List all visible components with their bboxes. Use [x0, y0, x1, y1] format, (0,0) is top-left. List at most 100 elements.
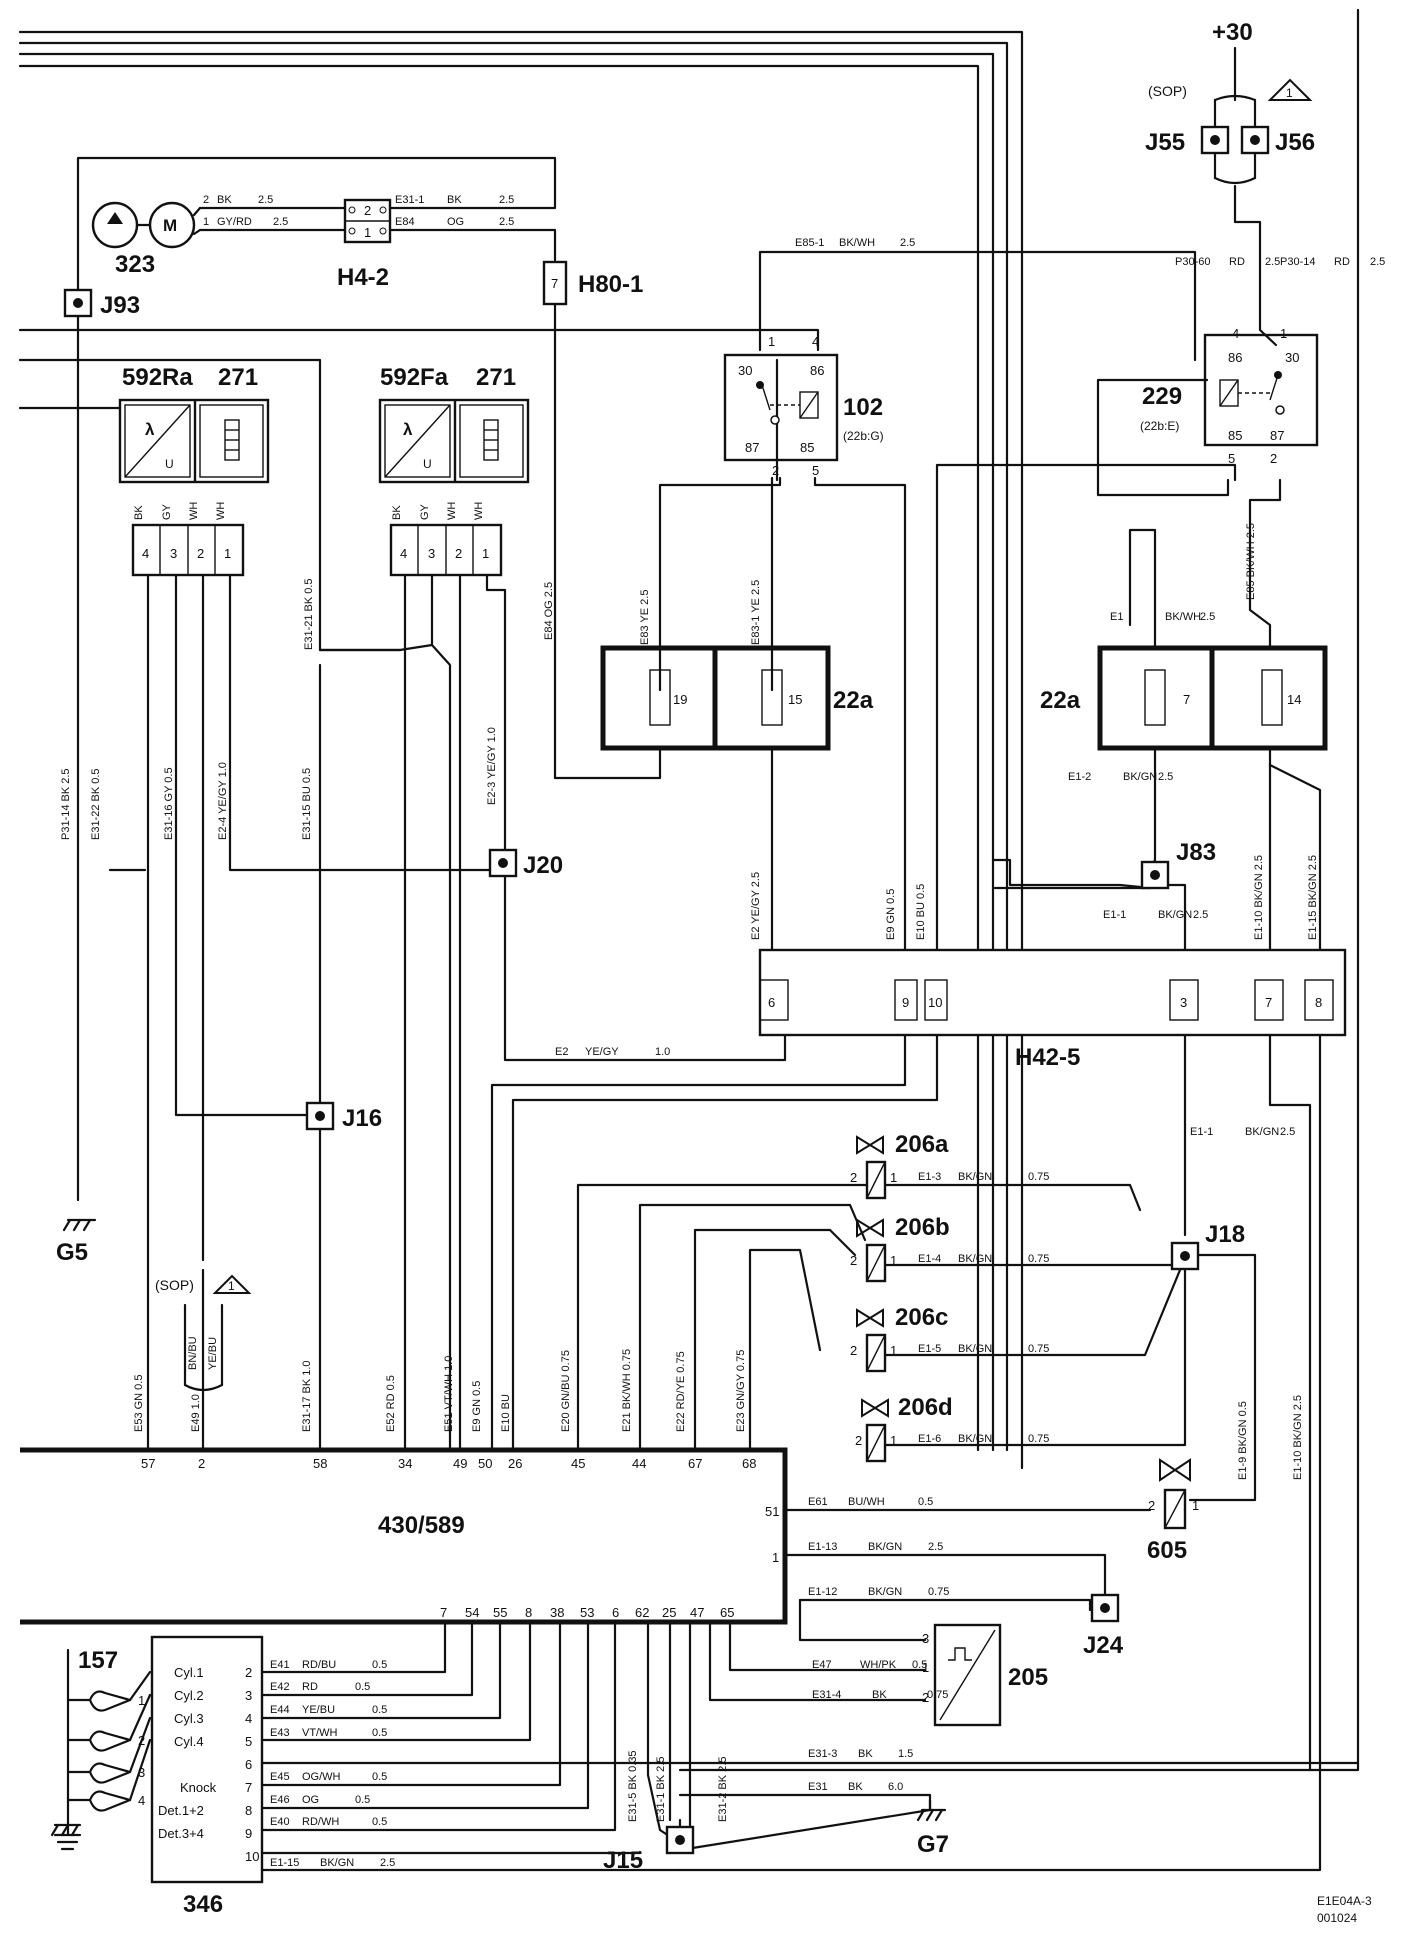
wire-label-h-17-2: 2.5: [928, 1541, 943, 1553]
wire-label-h-24-2: 0.5: [355, 1681, 370, 1693]
wire-lines: [18, 8, 1360, 1872]
wire-label-v-27: E1-9 BK/GN 0.5: [1237, 1401, 1249, 1480]
wire-label-h-6-0: P30-14: [1280, 256, 1315, 268]
ecu-pin-57: 57: [141, 1456, 155, 1471]
wire-label-h-16-1: BU/WH: [848, 1496, 885, 1508]
wire-label-h-14-2: 0.75: [1028, 1343, 1049, 1355]
r229-t5: 5: [1228, 451, 1235, 466]
ecu-pin-26: 26: [508, 1456, 522, 1471]
wire-label-h-21-1: BK: [858, 1748, 873, 1760]
label-206d: 206d: [898, 1394, 953, 1421]
wire-label-h-28-0: E46: [270, 1794, 290, 1806]
wire-label-v-24: E21 BK/WH 0.75: [621, 1349, 633, 1432]
592fa-pin3: 3: [428, 546, 435, 561]
ecu-pin-51: 51: [765, 1504, 779, 1519]
fuse-box-22a-left: [600, 645, 831, 751]
junction-j15: [665, 1825, 695, 1855]
wire-label-h-29-0: E40: [270, 1816, 290, 1828]
wire-label-v-21: E9 GN 0.5: [471, 1381, 483, 1432]
wire-label-h-2-1: BK: [447, 194, 462, 206]
label-sop-bnbu: BN/BU: [187, 1336, 199, 1370]
wire-label-h-4-1: BK/WH: [839, 237, 875, 249]
wire-label-h-19-2: 0.5: [912, 1659, 927, 1671]
wire-label-h-16-0: E61: [808, 1496, 828, 1508]
ground-g5-icon: [62, 1218, 97, 1232]
wire-label-h-11-0: E1-1: [1190, 1126, 1213, 1138]
fuse-box-22a-right: [1097, 645, 1328, 751]
592ra-lambda: λ: [145, 420, 155, 439]
ecu-pin-68: 68: [742, 1456, 756, 1471]
wire-label-h-17-0: E1-13: [808, 1541, 837, 1553]
wire-label-h-26-2: 0.5: [372, 1727, 387, 1739]
wire-label-h-10-0: E2: [555, 1046, 568, 1058]
r229-pin87: 87: [1270, 428, 1284, 443]
wire-label-h-6-2: 2.5: [1370, 256, 1385, 268]
ecu-pin-8: 8: [525, 1605, 532, 1620]
wire-label-h-4-2: 2.5: [900, 237, 915, 249]
ecu-pin-7: 7: [440, 1605, 447, 1620]
r102-t5: 5: [812, 463, 819, 478]
wire-label-h-16-2: 0.5: [918, 1496, 933, 1508]
module-346-pin-0: 2: [245, 1665, 252, 1680]
label-102-ref: (22b:G): [843, 429, 884, 443]
wire-label-v-7: E84 OG 2.5: [543, 582, 555, 640]
label-j18: J18: [1205, 1221, 1245, 1248]
wire-label-v-9: E83-1 YE 2.5: [750, 580, 762, 645]
wire-label-h-20-2: 0.75: [927, 1689, 948, 1701]
wire-label-h-28-1: OG: [302, 1794, 319, 1806]
605-pin1: 1: [1192, 1498, 1199, 1513]
592fa-pin1: 1: [482, 546, 489, 561]
157-pin4: 4: [138, 1793, 145, 1808]
h42-5-pin7: 7: [1265, 995, 1272, 1010]
wire-label-h-12-1: BK/GN: [958, 1171, 992, 1183]
wire-label-h-4-0: E85-1: [795, 237, 824, 249]
h80-pin7: 7: [551, 276, 558, 291]
wire-label-h-6-1: RD: [1334, 256, 1350, 268]
label-h42-5: H42-5: [1015, 1044, 1080, 1071]
wire-label-h-8-0: E1-2: [1068, 771, 1091, 783]
label-271b: 271: [476, 364, 516, 391]
r102-t2: 2: [772, 463, 779, 478]
wire-label-h-2-0: E31-1: [395, 194, 424, 206]
module-346-pin-2: 4: [245, 1711, 252, 1726]
wire-label-h-3-0: E84: [395, 216, 415, 228]
592ra-pin2: 2: [197, 546, 204, 561]
sensor-592fa: [378, 398, 530, 577]
206a-pin2: 2: [850, 1170, 857, 1185]
wire-label-h-7-2: 2.5: [1200, 611, 1215, 623]
wire-label-h-21-2: 1.5: [898, 1748, 913, 1760]
footer-code-1: E1E04A-3: [1317, 1894, 1372, 1908]
wire-label-h-20-0: E31-4: [812, 1689, 841, 1701]
junction-j16: [305, 1101, 335, 1131]
592fa-c2: GY: [419, 503, 431, 520]
wire-label-h-21-0: E31-3: [808, 1748, 837, 1760]
valve-206a: [856, 1135, 887, 1200]
206b-pin1: 1: [890, 1253, 897, 1268]
wire-label-h-23-1: RD/BU: [302, 1659, 336, 1671]
206d-pin2: 2: [855, 1433, 862, 1448]
592ra-pin1: 1: [224, 546, 231, 561]
wire-label-h-8-2: 2.5: [1158, 771, 1173, 783]
wire-label-v-2: E31-16 GY 0.5: [163, 767, 175, 840]
label-sop-left: (SOP): [155, 1277, 194, 1293]
wire-label-v-31: E31-2 BK 2.5: [717, 1757, 729, 1822]
junction-j20: [488, 848, 518, 878]
wire-label-h-26-0: E43: [270, 1727, 290, 1739]
592ra-c4: WH: [215, 502, 227, 520]
wire-label-h-22-0: E31: [808, 1781, 828, 1793]
label-sop-yebu: YE/BU: [207, 1337, 219, 1370]
wire-label-h-23-2: 0.5: [372, 1659, 387, 1671]
ecu-pin-67: 67: [688, 1456, 702, 1471]
ecu-pin-53: 53: [580, 1605, 594, 1620]
wire-label-h-0-0: 2: [203, 194, 209, 206]
wire-label-h-5-1: RD: [1229, 256, 1245, 268]
r102-pin30: 30: [738, 363, 752, 378]
wire-label-h-22-1: BK: [848, 1781, 863, 1793]
157-pin1: 1: [138, 1693, 145, 1708]
ecu-pin-6: 6: [612, 1605, 619, 1620]
h4-2-pin1: 1: [364, 225, 371, 240]
wire-label-v-29: E31-5 BK 0.35: [627, 1750, 639, 1822]
r102-t1: 1: [768, 334, 775, 349]
